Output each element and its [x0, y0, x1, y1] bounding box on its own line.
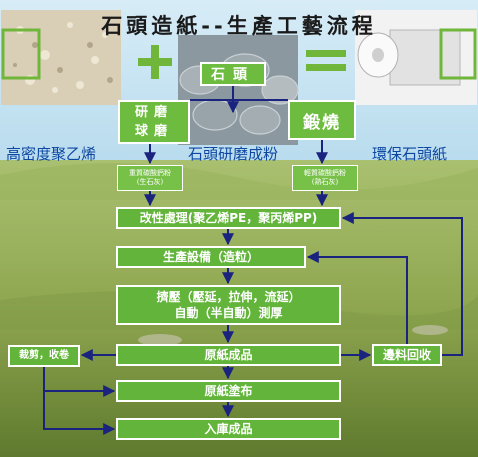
step-storage: 入庫成品: [116, 418, 341, 440]
stone-box: 石頭: [200, 62, 266, 86]
step-extrude-line1: 擠壓（壓延，拉伸，流延）: [156, 289, 301, 304]
light-calcium-box: 輕質碳酸鈣粉 (熟石灰): [292, 165, 358, 191]
material-stone-powder-label: 石頭研磨成粉: [188, 145, 279, 163]
step-base-paper: 原紙成品: [116, 344, 341, 366]
step-modify: 改性處理(聚乙烯PE，聚丙烯PP): [116, 207, 341, 229]
material-hdpe-label: 高密度聚乙烯: [6, 145, 97, 163]
light-calcium-sub: (熟石灰): [311, 178, 339, 186]
step-coating: 原紙塗布: [116, 380, 341, 402]
step-extrude-line2: 自動（半自動）測厚: [174, 306, 283, 320]
grind-box: 研磨 球磨: [118, 100, 190, 144]
light-calcium-name: 輕質碳酸鈣粉: [304, 169, 346, 178]
calcine-box: 鍛燒: [288, 100, 356, 140]
heavy-calcium-name: 重質碳酸鈣粉: [129, 169, 171, 178]
step-recycle: 邊料回收: [372, 344, 442, 366]
arrow-recycle-loop: [341, 212, 463, 356]
heavy-calcium-box: 重質碳酸鈣粉 (生石灰): [117, 165, 183, 191]
arrow-trim-to-storage: [43, 391, 116, 435]
step-extrude: 擠壓（壓延，拉伸，流延） 自動（半自動）測厚: [116, 285, 341, 325]
step-production: 生產設備（造粒）: [116, 246, 306, 268]
arrow-trim-to-coating: [43, 367, 116, 397]
heavy-calcium-sub: (生石灰): [136, 178, 164, 186]
step-trim: 裁剪，收卷: [8, 345, 80, 367]
diagram-title: 石頭造紙--生產工藝流程: [101, 14, 377, 38]
material-stone-paper-label: 環保石頭紙: [372, 145, 448, 163]
arrow-recycle-to-production: [306, 251, 408, 344]
